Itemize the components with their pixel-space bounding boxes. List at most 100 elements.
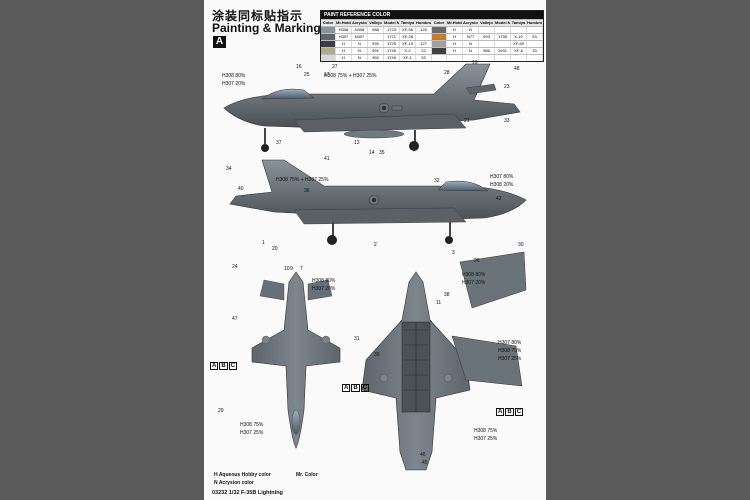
ref-cell: 1721 (384, 34, 400, 40)
ref-cell (495, 27, 511, 33)
callout-side2-a: H308 75% + H307 25% (276, 177, 329, 183)
title-chinese: 涂装同标贴指示 (212, 9, 304, 23)
part-number-label: 19 (472, 60, 478, 66)
ref-cell (432, 55, 447, 61)
ref-cell (321, 27, 336, 33)
ref-cell: 33 (527, 48, 543, 54)
part-number-label: 1 (262, 240, 265, 246)
ref-cell (416, 34, 432, 40)
part-number-label: 37 (276, 140, 282, 146)
ref-cell (432, 48, 447, 54)
ref-cell: 33 (416, 55, 432, 61)
part-number-label: 25 (304, 72, 310, 78)
top-view (251, 271, 341, 449)
ref-cell: XF-28 (400, 34, 416, 40)
part-number-label: 17 (324, 72, 330, 78)
part-number-label: 21 (464, 118, 470, 124)
callout-side1-a: H308 80% (222, 73, 246, 79)
ref-cell: H (336, 48, 352, 54)
part-number-label: 45 (422, 460, 428, 466)
ref-header-cell: Acrysion (352, 20, 368, 26)
ref-header-cell: Acrysion (463, 20, 479, 26)
ref-cell: N (352, 41, 368, 47)
ref-cell: H (447, 41, 463, 47)
part-number-label: 16 (296, 64, 302, 70)
part-number-label: 33 (504, 118, 510, 124)
part-number-label: 29 (218, 408, 224, 414)
ref-cell: H307 (336, 34, 352, 40)
ref-cell (495, 41, 511, 47)
part-number-label: 38 (444, 292, 450, 298)
part-number-label: 34 (226, 166, 232, 172)
side-view-left (223, 63, 521, 152)
part-number-label: 14 (369, 150, 375, 156)
part-number-label: 24 (232, 264, 238, 270)
ref-cell: XF-56 (400, 27, 416, 33)
product-footer: 03232 1/32 F-35B Lightning (212, 490, 283, 496)
part-number-label: 23 (504, 84, 510, 90)
part-number-label: 30 (518, 242, 524, 248)
callout-wing-b: H307 20% (462, 280, 486, 286)
ref-cell (432, 41, 447, 47)
ref-cell: N308 (352, 27, 368, 33)
ref-cell: H (447, 34, 463, 40)
instruction-sheet: 涂装同标贴指示 Painting & Marking guide A PAINT… (204, 0, 546, 500)
paint-reference-table: PAINT REFERENCE COLOR ColorMr.HobbyAcrys… (320, 10, 544, 62)
part-number-label: 46 (420, 452, 426, 458)
part-number-label: 31 (354, 336, 360, 342)
ref-cell: 993 (479, 34, 495, 40)
callout-bottom-b: H307 20% (312, 286, 336, 292)
part-number-label: 39 (374, 352, 380, 358)
ref-cell: 125 (416, 27, 432, 33)
ref-cell (432, 34, 447, 40)
ref-cell (511, 55, 527, 61)
callout-tail-a: H307 80% (498, 340, 522, 346)
tail-fin-upper (459, 251, 527, 309)
side-view-right (229, 159, 527, 245)
ref-cell (479, 41, 495, 47)
aircraft-artwork (223, 63, 527, 471)
ref-cell (527, 27, 543, 33)
callout-side1-b: H307 20% (222, 81, 246, 87)
callout-bottom-a: H308 80% (312, 278, 336, 284)
part-number-label: 2 (374, 242, 377, 248)
ref-cell: 1725 (384, 41, 400, 47)
ref-cell: XF-19 (400, 41, 416, 47)
part-number-label: 7 (300, 266, 303, 272)
ref-header-cell: Model Master (384, 20, 400, 26)
ref-header-cell: Color (432, 20, 447, 26)
part-number-label: 3 (452, 250, 455, 256)
part-number-label: 47 (232, 316, 238, 322)
ref-cell (527, 41, 543, 47)
ref-cell: H (447, 48, 463, 54)
ref-cell: 1745 (384, 48, 400, 54)
ref-cell (321, 48, 336, 54)
ref-cell: 1931 (495, 48, 511, 54)
part-number-label: 41 (324, 156, 330, 162)
part-number-label: 9 (290, 266, 293, 272)
ref-header-cell: Tamiya (400, 20, 416, 26)
ref-cell (432, 27, 447, 33)
callout-bottom-d: H307 25% (240, 430, 264, 436)
part-number-label: 35 (379, 150, 385, 156)
callout-tail-c: H307 25% (498, 356, 522, 362)
ref-cell (495, 55, 511, 61)
part-number-label: 13 (354, 140, 360, 146)
part-number-label: 28 (444, 70, 450, 76)
ref-cell (368, 34, 384, 40)
ref-cell: N (463, 41, 479, 47)
ref-cell: H308 (336, 27, 352, 33)
bottom-view (361, 271, 471, 471)
ref-header-cell: Humbrol (527, 20, 543, 26)
ref-cell: H (336, 55, 352, 61)
part-number-label: 48 (514, 66, 520, 72)
scheme-badge: A (213, 36, 226, 48)
legend-acrysion: N Acrysion color (214, 480, 254, 486)
ref-cell: N77 (463, 34, 479, 40)
ref-cell: XF-1 (400, 55, 416, 61)
